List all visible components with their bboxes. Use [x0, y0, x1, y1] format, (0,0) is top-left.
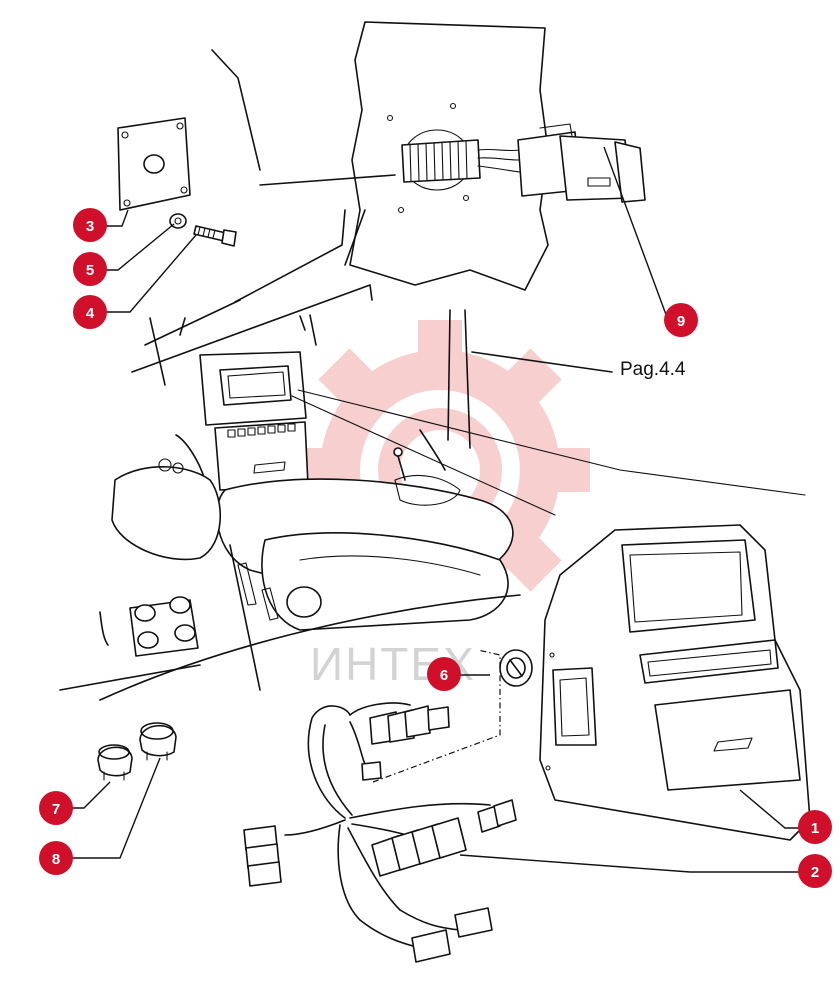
cab-floor: [59, 544, 521, 701]
callout-3: 3: [73, 208, 107, 242]
knob-switch-part-6: [499, 649, 533, 687]
connector-part-9: [517, 123, 646, 203]
page-reference-label: Pag.4.4: [620, 359, 686, 380]
leader-lines: [72, 146, 800, 873]
operator-seat: [111, 458, 514, 631]
joystick: [393, 429, 461, 506]
svg-text:8: 8: [52, 851, 60, 868]
svg-text:3: 3: [86, 218, 94, 235]
washer-part-5: [169, 213, 187, 229]
mounting-plate-part-3: [117, 117, 191, 211]
callout-4: 4: [73, 295, 107, 329]
svg-text:5: 5: [86, 262, 94, 279]
callout-5: 5: [73, 252, 107, 286]
cab-frame: [131, 49, 613, 449]
floor-switch-cluster: [129, 596, 199, 657]
svg-text:2: 2: [811, 864, 819, 881]
wiring-harness-part-2: [243, 702, 517, 963]
bolt-part-4: [193, 225, 237, 247]
svg-text:9: 9: [677, 313, 685, 330]
center-console: [175, 351, 806, 516]
callout-6: 6: [427, 657, 461, 691]
svg-text:7: 7: [52, 801, 60, 818]
dashboard-cover-part-1: [539, 524, 811, 841]
svg-text:6: 6: [440, 667, 448, 684]
callout-9: 9: [664, 303, 698, 337]
wiring-grommet: [401, 139, 521, 183]
push-button-part-8: [139, 722, 177, 761]
harness-dash-link: [372, 649, 501, 783]
callout-1: 1: [798, 810, 832, 844]
svg-text:1: 1: [811, 820, 819, 837]
callout-2: 2: [798, 854, 832, 888]
svg-text:4: 4: [86, 305, 95, 322]
callout-7: 7: [39, 791, 73, 825]
callout-8: 8: [39, 841, 73, 875]
push-button-part-7: [97, 744, 133, 781]
fuse-row: [227, 423, 296, 438]
